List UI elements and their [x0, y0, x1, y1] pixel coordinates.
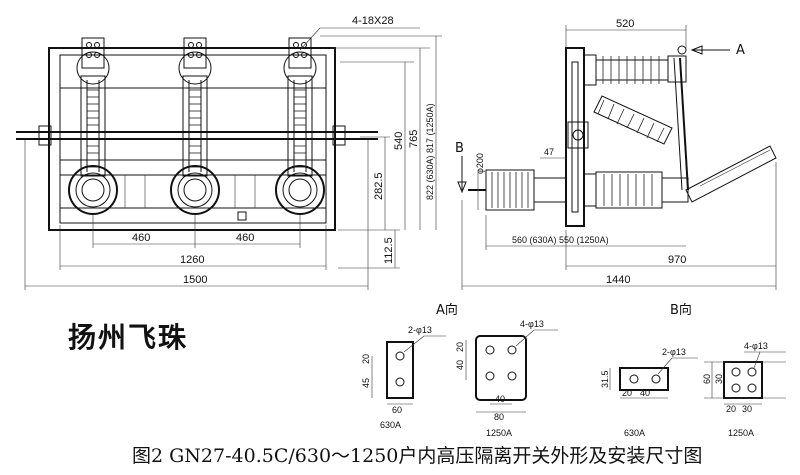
a1250-w2: 80 [494, 412, 504, 422]
detail-b-630: 2-φ13 31.5 20 40 630A [600, 347, 698, 438]
detail-a-1250: 4-φ13 40 20 40 80 1250A [455, 319, 558, 438]
front-center-lug [237, 211, 247, 221]
dim-1260: 1260 [180, 254, 204, 266]
a1250-label: 1250A [486, 428, 512, 438]
detail-a-630: 2-φ13 45 20 60 630A [361, 325, 446, 430]
operating-rod [679, 57, 689, 191]
b1250-h1: 60 [702, 374, 712, 384]
a630-h2: 20 [361, 354, 371, 364]
a1250-w1: 40 [495, 394, 505, 404]
b630-holes: 2-φ13 [662, 347, 686, 357]
figure-caption: 图2 GN27-40.5C/630～1250户内高压隔离开关外形及安装尺寸图 [132, 445, 703, 467]
dim-pitch-right: 460 [236, 232, 254, 244]
dim-pitch-left: 460 [132, 232, 150, 244]
a1250-holes: 4-φ13 [520, 319, 544, 329]
dim-520: 520 [616, 18, 634, 30]
shaft-right-end [332, 125, 346, 146]
a630-label: 630A [380, 420, 401, 430]
b1250-holes: 4-φ13 [744, 341, 768, 351]
dim-540: 540 [393, 132, 405, 150]
dim-282-5: 282.5 [373, 172, 385, 200]
arrow-a-label: A [736, 43, 745, 58]
side-view: A B 520 φ200 47 560 (630A) 550 (1250A) 9… [455, 18, 777, 290]
a630-w: 60 [392, 405, 402, 415]
front-pole-1 [68, 37, 118, 215]
b-view-label: B向 [670, 302, 692, 318]
dim-1440: 1440 [606, 274, 630, 286]
b630-h: 31.5 [600, 370, 610, 388]
brand-name: 扬州飞珠 [68, 321, 189, 354]
dim-47: 47 [544, 147, 554, 157]
a630-holes: 2-φ13 [408, 325, 432, 335]
b1250-h2: 30 [714, 374, 724, 384]
b630-w1: 20 [622, 388, 632, 398]
diagonal-insulator [593, 95, 673, 145]
b1250-w1: 20 [726, 404, 736, 414]
dim-112-5: 112.5 [383, 237, 395, 264]
blade-arm [685, 145, 777, 203]
b630-label: 630A [624, 428, 645, 438]
pivot-bracket [567, 121, 589, 149]
detail-b-1250: 4-φ13 60 30 20 30 1250A [702, 341, 786, 438]
dim-1500: 1500 [183, 274, 207, 286]
b1250-label: 1250A [728, 428, 754, 438]
dim-560-550: 560 (630A) 550 (1250A) [512, 235, 609, 245]
arrow-b-label: B [455, 141, 464, 156]
top-insulator [583, 45, 687, 86]
b630-w2: 40 [640, 388, 650, 398]
dim-phi200: φ200 [475, 153, 485, 174]
hole-note: 4-18X28 [352, 15, 394, 27]
a1250-h2: 20 [455, 342, 465, 352]
a630-h1: 45 [361, 378, 371, 388]
dim-822-817: 822 (630A) 817 (1250A) [425, 103, 435, 200]
dim-970: 970 [668, 254, 686, 266]
front-pole-2 [170, 37, 220, 215]
a1250-h1: 40 [455, 360, 465, 370]
a-view-label: A向 [436, 302, 458, 318]
bottom-bushing [468, 169, 689, 211]
dim-765: 765 [408, 130, 420, 148]
side-mounting-plate [565, 47, 585, 227]
detail-views: A向 B向 2-φ13 45 20 60 630A 4-φ13 40 [361, 302, 786, 438]
shaft-left-end [38, 125, 52, 146]
b1250-w2: 30 [742, 404, 752, 414]
front-pole-3 [275, 37, 325, 215]
front-view: 4-18X28 460 460 1260 1500 112.5 282.5 54… [16, 15, 442, 290]
